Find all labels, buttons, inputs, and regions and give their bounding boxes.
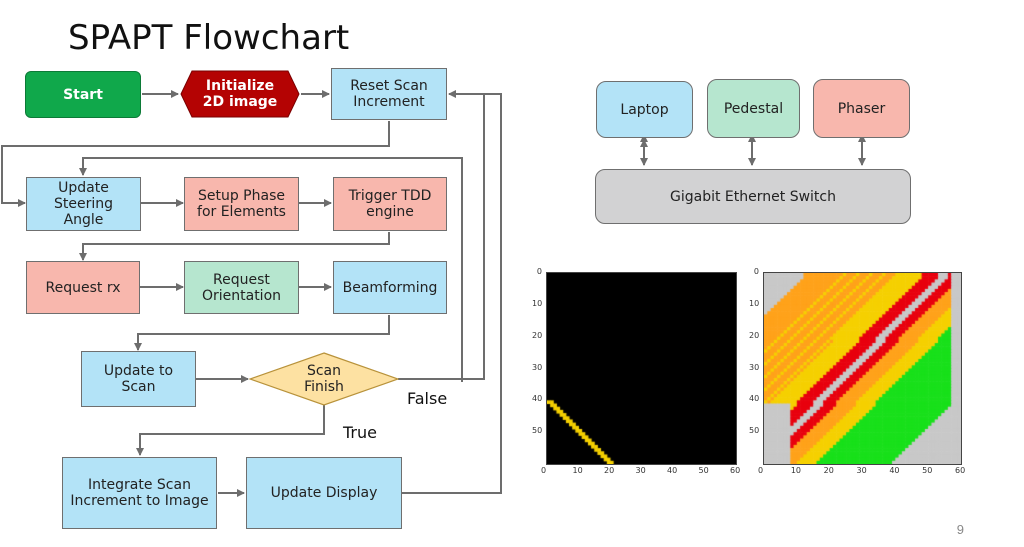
- page-number: 9: [956, 522, 964, 537]
- scan-finish-label: Scan Finish: [304, 363, 344, 395]
- request-rx-node: Request rx: [26, 261, 140, 314]
- y-tick-label: 30: [749, 362, 760, 372]
- true-label: True: [343, 423, 377, 442]
- y-tick-label: 50: [532, 426, 543, 436]
- x-tick-label: 10: [572, 466, 583, 475]
- x-tick-label: 40: [889, 466, 900, 475]
- beamforming-node: Beamforming: [333, 261, 447, 314]
- initialize-node: [180, 70, 300, 118]
- false-label: False: [407, 389, 448, 408]
- x-tick-label: 40: [667, 466, 678, 475]
- phaser-node: Phaser: [813, 79, 910, 138]
- right-heatmap-canvas: [763, 272, 962, 465]
- x-tick-label: 20: [823, 466, 834, 475]
- laptop-node: Laptop: [596, 81, 693, 138]
- ethernet-switch-node: Gigabit Ethernet Switch: [595, 169, 911, 224]
- scan-finish-decision: [249, 352, 399, 406]
- x-tick-label: 60: [730, 466, 741, 475]
- update-display-node: Update Display: [246, 457, 402, 529]
- x-tick-label: 60: [955, 466, 966, 475]
- update-steering-node: Update Steering Angle: [26, 177, 141, 231]
- pedestal-node: Pedestal: [707, 79, 800, 138]
- update-to-scan-node: Update to Scan: [81, 351, 196, 407]
- trigger-tdd-node: Trigger TDD engine: [333, 177, 447, 231]
- x-tick-label: 50: [698, 466, 709, 475]
- y-tick-label: 20: [749, 330, 760, 340]
- x-tick-label: 10: [790, 466, 802, 475]
- integrate-scan-node: Integrate Scan Increment to Image: [62, 457, 217, 529]
- y-tick-label: 30: [532, 362, 543, 372]
- initialize-label: Initialize 2D image: [202, 78, 278, 110]
- x-tick-label: 20: [604, 466, 615, 475]
- x-tick-label: 50: [922, 466, 933, 475]
- start-node: Start: [25, 71, 141, 118]
- request-orientation-node: Request Orientation: [184, 261, 299, 314]
- setup-phase-node: Setup Phase for Elements: [184, 177, 299, 231]
- x-tick-label: 0: [541, 466, 547, 475]
- y-tick-label: 50: [749, 426, 760, 436]
- x-tick-label: 30: [635, 466, 646, 475]
- y-tick-label: 10: [532, 298, 543, 308]
- y-tick-label: 10: [749, 298, 760, 308]
- y-tick-label: 20: [532, 330, 543, 340]
- y-tick-label: 0: [753, 267, 759, 276]
- left-heatmap-canvas: [546, 272, 737, 465]
- x-tick-label: 0: [758, 466, 764, 475]
- x-tick-label: 30: [856, 466, 867, 475]
- y-tick-label: 40: [749, 394, 760, 404]
- y-tick-label: 40: [532, 394, 543, 404]
- page-title: SPAPT Flowchart: [68, 18, 350, 58]
- y-tick-label: 0: [536, 267, 542, 276]
- reset-scan-node: Reset Scan Increment: [331, 68, 447, 120]
